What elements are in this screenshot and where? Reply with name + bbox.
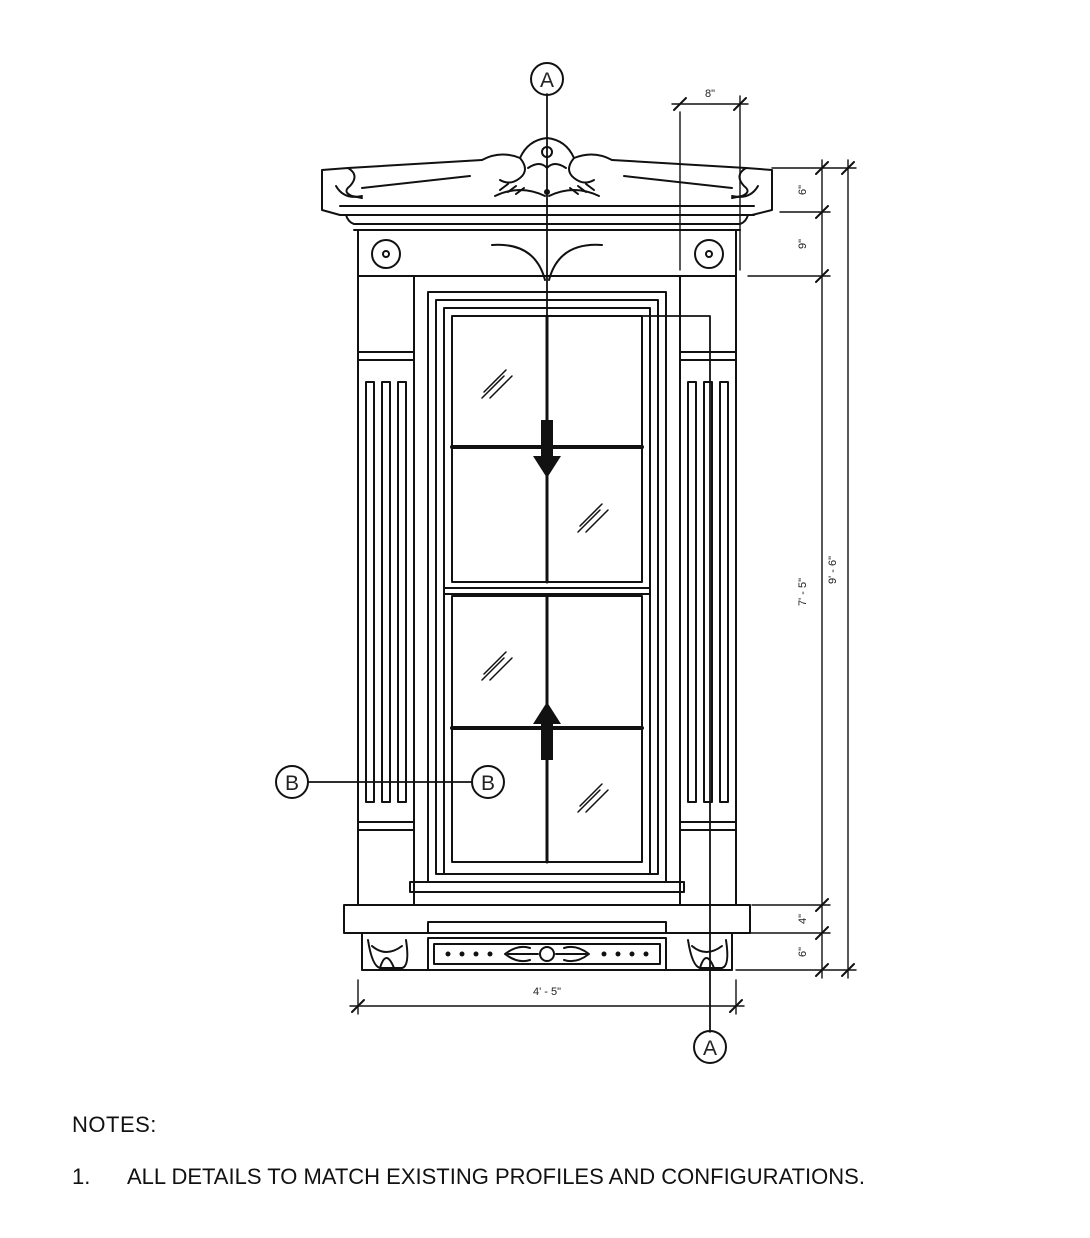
dim-sill-height: 4"	[797, 914, 809, 924]
dim-crown-height: 6"	[797, 185, 809, 195]
notes-heading: NOTES:	[72, 1112, 157, 1137]
dim-frieze-height: 9"	[797, 239, 809, 249]
section-marker-a-top	[530, 62, 564, 96]
dim-overall-width: 4' - 5"	[533, 986, 561, 998]
right-pilaster	[679, 275, 737, 906]
notes-section: NOTES: 1. ALL DETAILS TO MATCH EXISTING …	[72, 1112, 1052, 1190]
section-marker-a-top-label: A	[540, 69, 554, 92]
stool-and-apron	[343, 904, 751, 971]
section-marker-b-left-label: B	[285, 772, 299, 795]
dim-overall-height: 9' - 6"	[827, 556, 839, 584]
note-number: 1.	[72, 1164, 91, 1189]
section-marker-b-right	[471, 765, 505, 799]
note-text: ALL DETAILS TO MATCH EXISTING PROFILES A…	[127, 1164, 865, 1189]
dim-top-projection-width: 8"	[705, 88, 715, 100]
dim-apron-height: 6"	[797, 947, 809, 957]
note-item: 1. ALL DETAILS TO MATCH EXISTING PROFILE…	[72, 1164, 1052, 1190]
sash-operation-arrows	[533, 420, 561, 760]
left-pilaster	[357, 275, 415, 906]
dimension-lines	[349, 95, 857, 1015]
section-cut-lines	[307, 93, 711, 1033]
section-marker-b-right-label: B	[481, 772, 495, 795]
dim-window-height: 7' - 5"	[797, 578, 809, 606]
section-marker-b-left	[275, 765, 309, 799]
section-marker-a-bottom	[693, 1030, 727, 1064]
window-frame	[409, 291, 685, 893]
section-marker-a-bottom-label: A	[703, 1037, 717, 1060]
